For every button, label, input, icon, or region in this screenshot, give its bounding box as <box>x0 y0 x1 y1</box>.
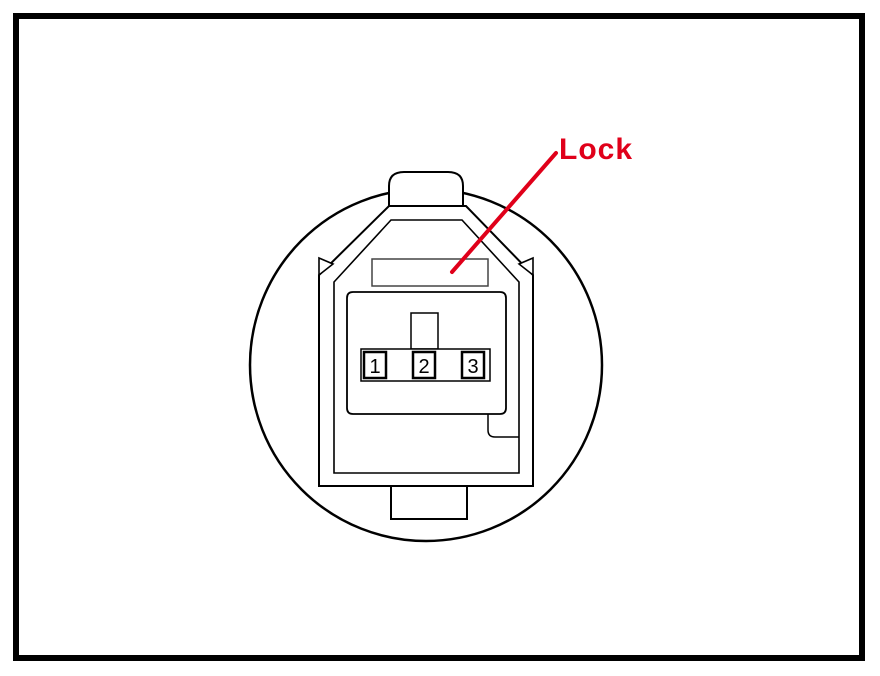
center-key <box>410 312 439 350</box>
pin-3-box <box>460 350 486 380</box>
left-latch-triangle <box>318 256 335 277</box>
lock-callout-line <box>450 151 558 274</box>
right-latch-triangle <box>517 256 534 277</box>
lock-slot <box>371 258 489 287</box>
bottom-tab <box>390 485 468 520</box>
pin-2-label: 2 <box>418 356 429 378</box>
pin-1-box <box>362 350 388 380</box>
pin-3-label: 3 <box>467 356 478 378</box>
lock-callout-label: Lock <box>559 133 633 166</box>
lower-right-notch <box>487 414 519 438</box>
pin-1-label: 1 <box>369 356 380 378</box>
pin-2-box <box>411 350 437 380</box>
connector-inner-body <box>333 219 520 474</box>
top-tab <box>388 171 464 206</box>
